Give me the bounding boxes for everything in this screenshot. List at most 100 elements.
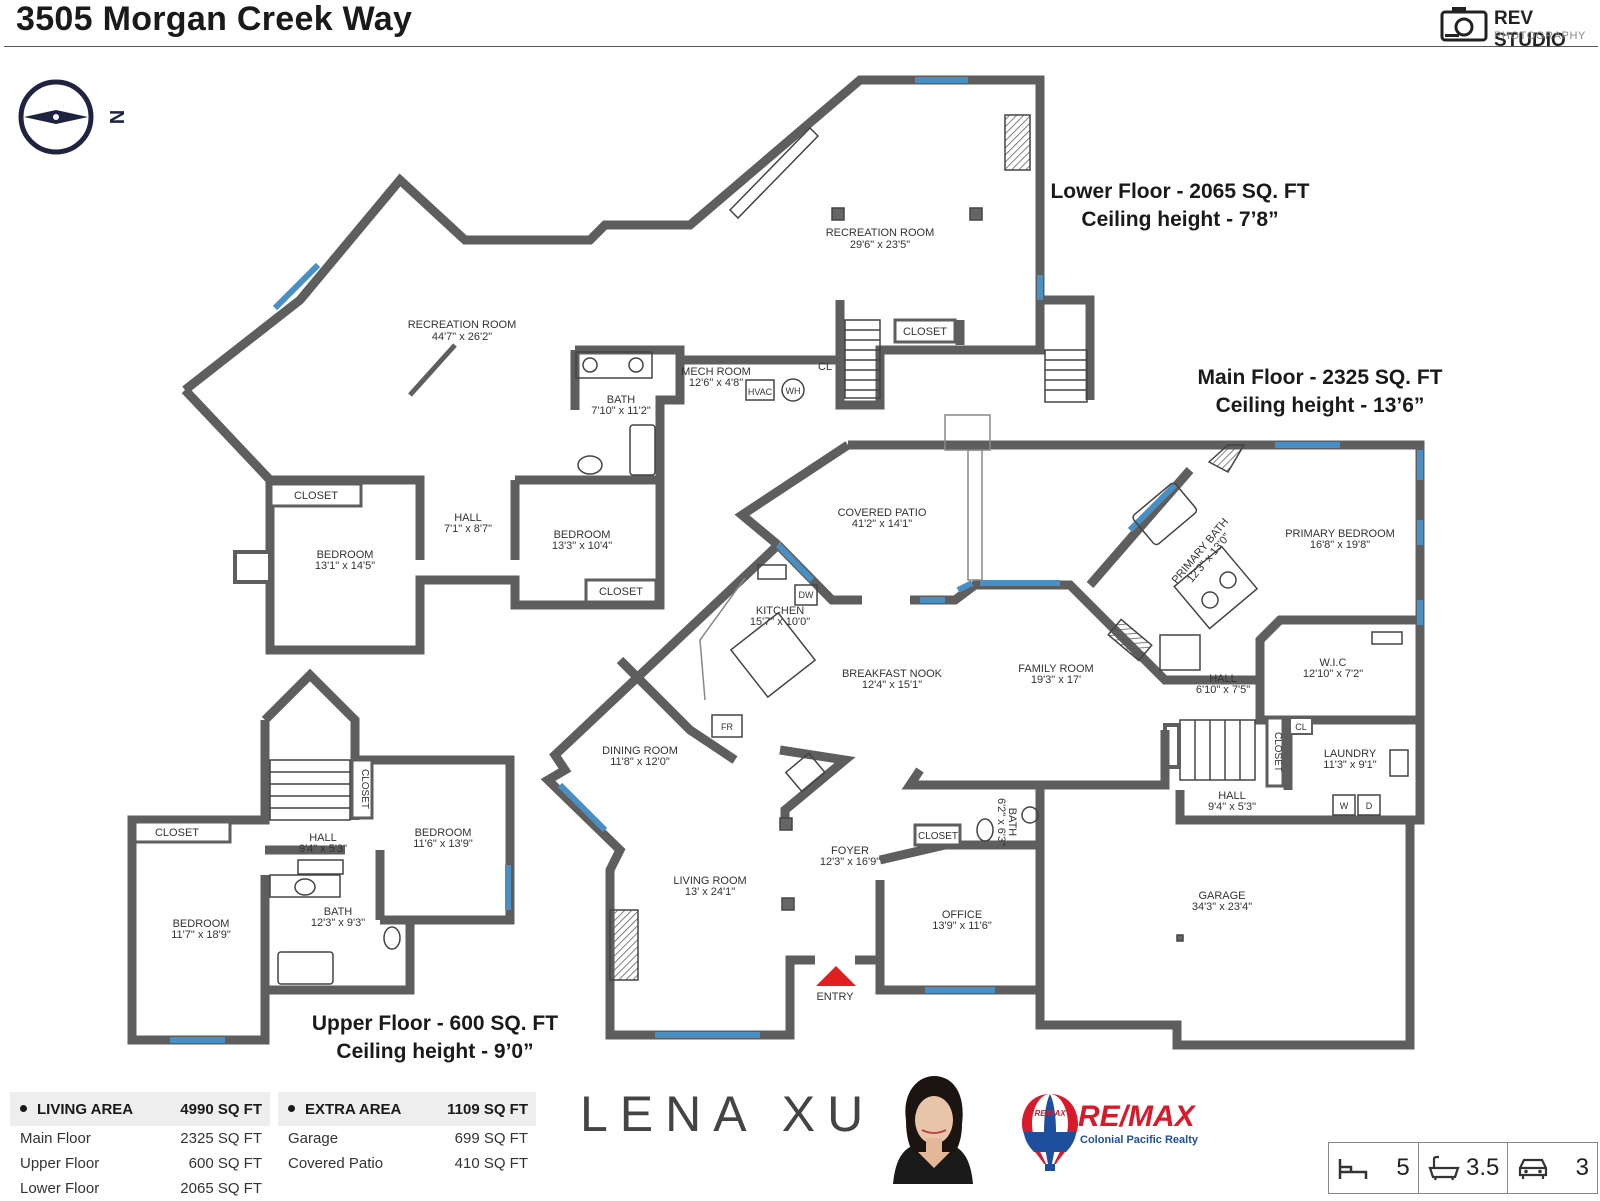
header-divider (4, 46, 1598, 47)
floor-area: Upper Floor - 600 SQ. FT (311, 1012, 559, 1035)
camera-icon (1440, 7, 1488, 42)
room-dims: 6'10" x 7'5" (1196, 684, 1250, 696)
main-floor-windows (557, 442, 1423, 1038)
room-dims: 15'7" x 10'0" (750, 616, 810, 628)
room-dims: 6'2" x 6'3" (995, 798, 1007, 846)
table-row: Lower Floor 2065 SQ FT (10, 1176, 270, 1201)
balloon-text: RE/MAX (1034, 1109, 1066, 1118)
room-dims: 11'8" x 12'0" (610, 756, 670, 768)
room-name: CLOSET (903, 326, 947, 338)
row-value: 2325 SQ FT (180, 1130, 262, 1147)
main-floor-title: Main Floor - 2325 SQ. FT Ceiling height … (1160, 364, 1480, 420)
garage-spec: 3 (1508, 1143, 1597, 1193)
room-name: FAMILY ROOM (1018, 663, 1093, 675)
living-area-title: LIVING AREA (37, 1100, 134, 1118)
balloon-icon: RE/MAX (1022, 1094, 1078, 1171)
bathrooms-count: 3.5 (1465, 1154, 1500, 1181)
room-dims: 12'4" x 15'1" (862, 679, 922, 691)
remax-brokerage: Colonial Pacific Realty (1080, 1134, 1198, 1146)
extra-area-title: EXTRA AREA (305, 1100, 402, 1118)
room-name: CLOSET (1272, 732, 1283, 772)
room-dims: 13' x 24'1" (685, 886, 735, 898)
lower-floor-windows (272, 77, 1043, 311)
bed-icon (1338, 1159, 1368, 1179)
room-name: CLOSET (155, 827, 199, 839)
room-name: PRIMARY BEDROOM (1285, 528, 1395, 540)
living-area-total: 4990 SQ FT (180, 1100, 262, 1118)
car-icon (1519, 1158, 1548, 1179)
room-name: MECH ROOM (681, 366, 751, 378)
room-name: FOYER (831, 845, 869, 857)
room-name: CLOSET (599, 586, 643, 598)
room-dims: 11'6" x 13'9" (413, 838, 473, 850)
floor-ceiling: Ceiling height - 7’8” (1081, 208, 1279, 231)
room-name: HALL (454, 512, 482, 524)
room-dims: 7'1" x 8'7" (444, 523, 492, 535)
room-name: HALL (1218, 790, 1246, 802)
room-dims: 11'3" x 9'1" (1323, 759, 1376, 771)
room-name: BATH (607, 394, 636, 406)
table-row: Covered Patio 410 SQ FT (278, 1151, 536, 1176)
room-dims: 9'4" x 5'3" (299, 843, 347, 855)
upper-floor-windows (170, 865, 511, 1043)
row-value: 699 SQ FT (454, 1130, 528, 1147)
room-dims: 41'2" x 14'1" (852, 518, 912, 530)
fixture-label: DW (799, 590, 814, 600)
floor-plan: N RECREA (18, 75, 1425, 1050)
room-name: BREAKFAST NOOK (842, 668, 943, 680)
room-name: BEDROOM (173, 918, 230, 930)
floor-area: Main Floor - 2325 SQ. FT (1197, 366, 1443, 389)
entry-label: ENTRY (816, 991, 854, 1003)
room-dims: 9'4" x 5'3" (1208, 801, 1256, 813)
room-name: DINING ROOM (602, 745, 678, 757)
bathrooms-spec: 3.5 (1419, 1143, 1509, 1193)
bedrooms-count: 5 (1396, 1154, 1410, 1181)
room-dims: 12'10" x 7'2" (1303, 668, 1363, 680)
upper-floor-title: Upper Floor - 600 SQ. FT Ceiling height … (290, 1010, 580, 1066)
floor-ceiling: Ceiling height - 9’0” (336, 1040, 534, 1063)
fixture-label: WH (786, 386, 801, 396)
living-area-table: LIVING AREA 4990 SQ FT Main Floor 2325 SQ… (10, 1092, 270, 1201)
property-specs: 5 3.5 3 (1328, 1142, 1598, 1194)
remax-wordmark: RE/MAX (1078, 1100, 1195, 1133)
room-name: HALL (1209, 673, 1237, 685)
row-value: 600 SQ FT (188, 1155, 262, 1172)
floor-area: Lower Floor - 2065 SQ. FT (1050, 180, 1310, 203)
living-area-header: LIVING AREA 4990 SQ FT (10, 1092, 270, 1126)
room-name: COVERED PATIO (838, 507, 927, 519)
lower-floor-fixtures (233, 114, 1088, 604)
room-name: GARAGE (1198, 890, 1245, 902)
brand-name: REV STUDIO (1494, 8, 1566, 51)
fixture-label: FR (721, 722, 733, 732)
room-name: CLOSET (918, 831, 958, 842)
room-name: CL (1295, 722, 1307, 732)
room-name: LIVING ROOM (673, 875, 746, 887)
lower-floor-title: Lower Floor - 2065 SQ. FT Ceiling height… (1030, 178, 1330, 234)
room-name: BATH (1006, 808, 1018, 837)
room-name: CLOSET (294, 490, 338, 502)
row-label: Main Floor (20, 1130, 91, 1147)
brand-logo: REV STUDIO PHOTOGRAPHY (1440, 4, 1600, 51)
row-value: 410 SQ FT (454, 1155, 528, 1172)
brand-subtitle: PHOTOGRAPHY (1494, 30, 1586, 42)
fixture-label: W (1340, 801, 1349, 811)
extra-area-total: 1109 SQ FT (447, 1100, 528, 1118)
room-dims: 19'3" x 17' (1031, 674, 1081, 686)
agent-portrait (893, 1076, 973, 1184)
agent-name: LENA XU (580, 1086, 876, 1142)
extra-area-header: EXTRA AREA 1109 SQ FT (278, 1092, 536, 1126)
row-value: 2065 SQ FT (180, 1180, 262, 1197)
compass-icon: N (18, 79, 127, 155)
bullet-icon (20, 1105, 27, 1113)
floor-ceiling: Ceiling height - 13’6” (1215, 394, 1425, 417)
row-label: Lower Floor (20, 1180, 100, 1197)
room-dims: 12'6" x 4'8" (689, 377, 743, 389)
room-dims: 12'3" x 9'3" (311, 917, 365, 929)
room-name: BEDROOM (554, 529, 611, 541)
room-dims: 7'10" x 11'2" (591, 405, 651, 417)
bathtub-icon (1428, 1155, 1460, 1181)
row-label: Covered Patio (288, 1155, 384, 1172)
